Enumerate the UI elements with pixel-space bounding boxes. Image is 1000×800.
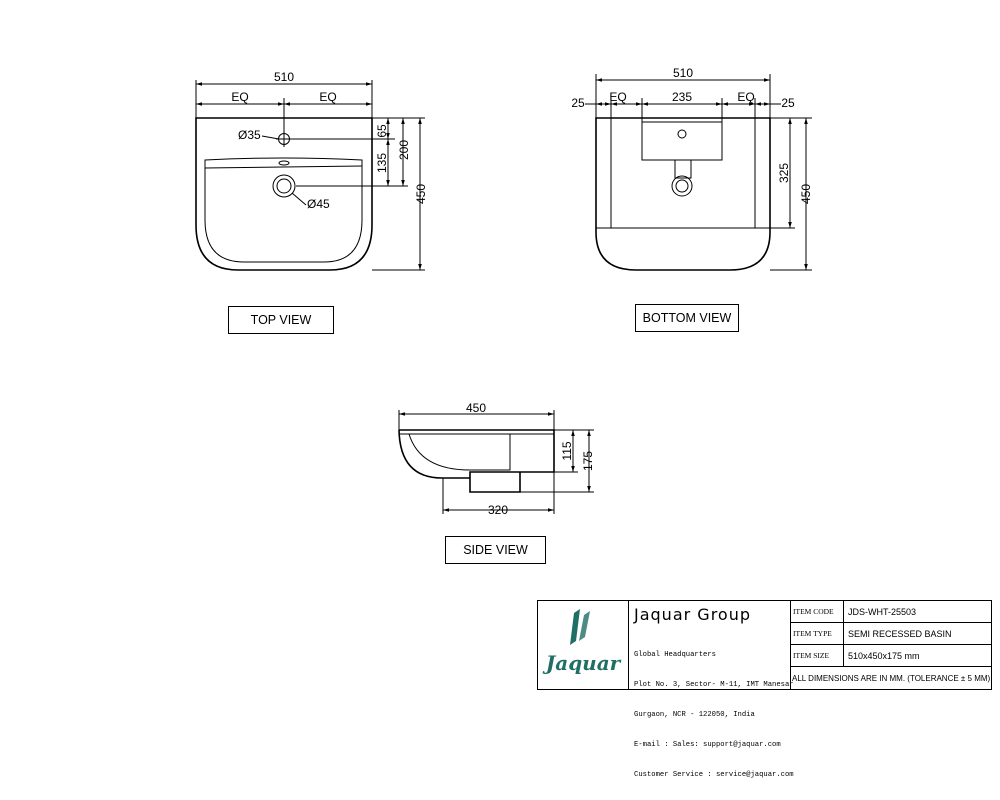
side-view-label: SIDE VIEW xyxy=(445,536,546,564)
bottom-left-margin: 25 xyxy=(571,96,585,110)
top-view-label: TOP VIEW xyxy=(228,306,334,334)
address-line: Global Headquarters xyxy=(634,651,716,659)
company-name: Jaquar Group xyxy=(634,605,751,624)
side-base-dim: 320 xyxy=(488,503,508,517)
bottom-view-label: BOTTOM VIEW xyxy=(635,304,739,332)
top-eq-right: EQ xyxy=(319,90,336,104)
address-line: Plot No. 3, Sector- M-11, IMT Manesar xyxy=(634,681,794,689)
dim-200: 200 xyxy=(397,140,411,160)
bottom-width-dim: 510 xyxy=(673,66,693,80)
address-line: E-mail : Sales: support@jaquar.com xyxy=(634,741,781,749)
item-size-value: 510x450x175 mm xyxy=(848,650,920,661)
item-code-key: ITEM CODE xyxy=(790,601,844,622)
dim-65: 65 xyxy=(375,124,389,138)
bottom-depth-dim: 450 xyxy=(799,184,813,204)
item-type-value: SEMI RECESSED BASIN xyxy=(848,628,952,639)
side-height-dim: 175 xyxy=(581,451,595,471)
company-logo: Jaquar xyxy=(538,601,629,689)
bottom-center-width: 235 xyxy=(672,90,692,104)
item-type-key: ITEM TYPE xyxy=(790,623,844,644)
title-block: Jaquar Jaquar Group Global Headquarters … xyxy=(537,600,992,779)
bottom-eq-right: EQ xyxy=(737,90,754,104)
logo-mark-icon xyxy=(570,609,590,645)
dim-135: 135 xyxy=(375,153,389,173)
dim-115: 115 xyxy=(560,441,574,460)
item-type-row: ITEM TYPE SEMI RECESSED BASIN xyxy=(790,623,991,645)
side-view: 450 320 115 175 xyxy=(398,401,595,517)
tap-hole-dim: Ø35 xyxy=(238,128,261,142)
bottom-view: 510 25 EQ 235 EQ 25 325 xyxy=(571,66,813,271)
item-size-key: ITEM SIZE xyxy=(790,645,844,666)
dim-325: 325 xyxy=(777,163,791,183)
top-view: 510 EQ EQ Ø35 Ø45 65 135 xyxy=(195,70,428,271)
waste-hole-dim: Ø45 xyxy=(307,197,330,211)
address-line: Customer Service : service@jaquar.com xyxy=(634,771,794,779)
side-depth-dim: 450 xyxy=(466,401,486,415)
top-eq-left: EQ xyxy=(231,90,248,104)
address-line: Gurgaon, NCR - 122050, India xyxy=(634,711,755,719)
top-depth-dim: 450 xyxy=(414,184,428,204)
logo-text: Jaquar xyxy=(545,651,621,675)
item-size-row: ITEM SIZE 510x450x175 mm xyxy=(790,645,991,667)
bottom-right-margin: 25 xyxy=(781,96,795,110)
item-code-row: ITEM CODE JDS-WHT-25503 xyxy=(790,601,991,623)
technical-drawing: 510 EQ EQ Ø35 Ø45 65 135 xyxy=(195,66,813,517)
bottom-eq-left: EQ xyxy=(609,90,626,104)
divider xyxy=(790,601,791,689)
top-width-dim: 510 xyxy=(274,70,294,84)
dimension-note: ALL DIMENSIONS ARE IN MM. (TOLERANCE ± 5… xyxy=(792,673,991,683)
item-code-value: JDS-WHT-25503 xyxy=(848,606,917,617)
